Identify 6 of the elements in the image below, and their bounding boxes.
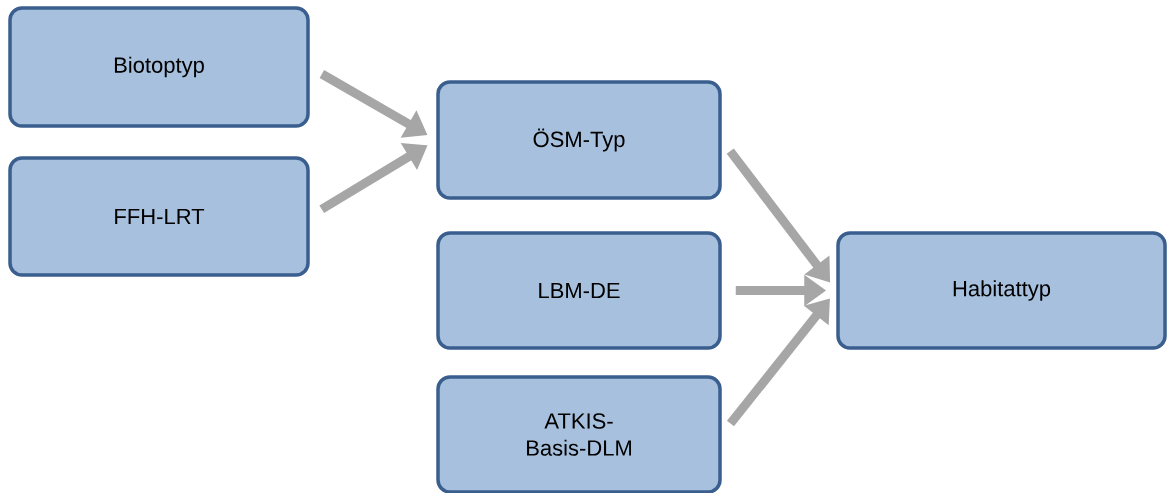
process-box: LBM-DE bbox=[436, 231, 722, 350]
process-box: Habitattyp bbox=[836, 231, 1167, 350]
process-box: ATKIS-Basis-DLM bbox=[436, 375, 722, 493]
process-box: ÖSM-Typ bbox=[436, 80, 722, 200]
process-box: Biotoptyp bbox=[8, 6, 310, 128]
process-box: FFH-LRT bbox=[8, 156, 310, 277]
